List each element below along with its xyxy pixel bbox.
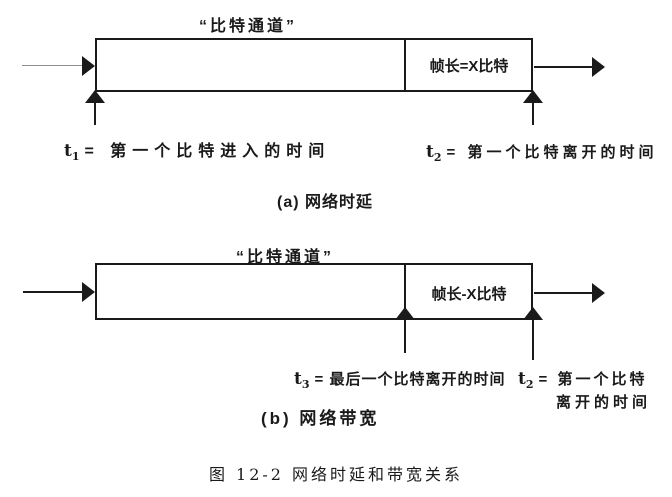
frame-divider-a: [404, 38, 406, 92]
t3-marker-stem: [404, 319, 406, 353]
exit-arrow-line-b: [534, 292, 593, 294]
channel-title-b: “比特通道”: [236, 249, 335, 266]
t1-subscript: 1: [71, 150, 80, 164]
exit-arrow-line-a: [534, 66, 593, 68]
t2-text-line1-b: = 第一个比特: [538, 371, 648, 388]
figure-caption: 图 12-2 网络时延和带宽关系: [208, 465, 464, 484]
t1-text: = 第一个比特进入的时间: [84, 143, 331, 160]
t3-text: = 最后一个比特离开的时间: [314, 371, 506, 388]
caption-a: (a) 网络时延: [277, 194, 374, 211]
t2-label-a: t2 = 第一个比特离开的时间: [426, 141, 657, 164]
t2-text-a: = 第一个比特离开的时间: [446, 144, 658, 161]
entry-arrow-head-icon-b: [82, 282, 95, 302]
t2-marker-arrow-icon-b: [523, 307, 543, 320]
frame-length-label-a: 帧长=X比特: [429, 58, 509, 75]
t1-symbol: t: [64, 141, 72, 161]
t2-label-b: t2 = 第一个比特 离开的时间: [518, 368, 651, 412]
t2-subscript-b: 2: [525, 378, 534, 392]
exit-arrow-head-icon-b: [592, 283, 605, 303]
exit-arrow-head-icon-a: [592, 57, 605, 77]
frame-length-label-b: 帧长-X比特: [431, 286, 507, 303]
caption-b: (b) 网络带宽: [261, 409, 380, 428]
entry-arrow-line-b: [23, 291, 83, 293]
t2-marker-stem-b: [532, 319, 534, 360]
entry-arrow-line-a: [22, 65, 83, 66]
t3-subscript: 3: [301, 378, 310, 392]
t2-symbol-b: t: [518, 369, 526, 389]
t1-marker-arrow-icon: [85, 90, 105, 103]
bit-channel-box-a: [95, 38, 533, 92]
t2-symbol-a: t: [426, 142, 434, 162]
t2-subscript-a: 2: [433, 151, 442, 165]
t1-marker-stem: [94, 102, 96, 125]
t3-marker-arrow-icon: [395, 307, 415, 320]
frame-divider-b: [404, 263, 406, 320]
t3-symbol: t: [294, 369, 302, 389]
channel-title-a: “比特通道”: [199, 18, 298, 35]
t2-marker-arrow-icon-a: [523, 90, 543, 103]
entry-arrow-head-icon-a: [82, 56, 95, 76]
t2-marker-stem-a: [532, 102, 534, 125]
bit-channel-box-b: [95, 263, 533, 320]
t3-label: t3 = 最后一个比特离开的时间: [294, 368, 505, 391]
t1-label: t1 = 第一个比特进入的时间: [64, 137, 330, 163]
t2-text-line2-b: 离开的时间: [556, 394, 652, 412]
